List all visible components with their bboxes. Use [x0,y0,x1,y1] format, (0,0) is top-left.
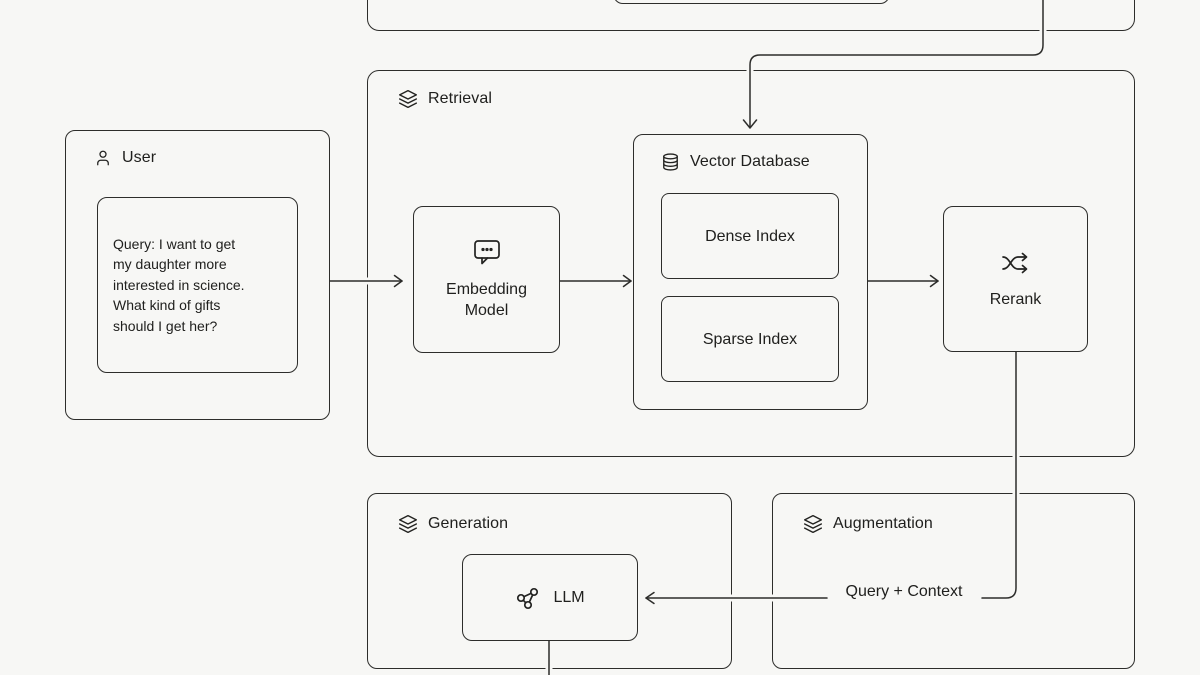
network-icon [517,587,539,609]
augmentation-section-box: Query + Context [772,493,1135,669]
top-cutoff-box [367,0,1135,31]
rerank-box: Rerank [943,206,1088,352]
dense-index-label: Dense Index [705,227,795,245]
user-header: User [94,149,156,167]
vector-database-header: Vector Database [661,152,810,172]
rerank-label: Rerank [989,290,1042,308]
layers-icon [398,514,418,534]
sparse-index-label: Sparse Index [702,330,798,348]
query-box: Query: I want to get my daughter more in… [97,197,298,373]
llm-box: LLM [462,554,638,641]
user-label: User [122,149,157,166]
query-text: Query: I want to get my daughter more in… [113,235,245,334]
database-icon [663,153,678,171]
sparse-index-box: Sparse Index [661,296,839,382]
generation-label: Generation [428,515,509,532]
layers-icon [803,514,823,534]
augmentation-header: Augmentation [803,514,933,534]
layers-icon [398,89,418,109]
message-dots-icon [473,239,500,264]
top-cutoff-inner-box [613,0,890,4]
dense-index-box: Dense Index [661,193,839,279]
retrieval-header: Retrieval [398,89,492,109]
retrieval-label: Retrieval [428,90,493,107]
embedding-model-label-line1: Embedding [446,280,527,298]
vector-database-label: Vector Database [690,153,810,170]
user-icon [97,150,109,166]
embedding-model-label-line2: Model [464,301,509,319]
query-context-label: Query + Context [845,583,963,600]
embedding-model-box: Embedding Model [413,206,560,353]
llm-label: LLM [553,589,585,606]
generation-header: Generation [398,514,508,534]
augmentation-label: Augmentation [833,515,933,532]
shuffle-icon [1001,252,1027,273]
